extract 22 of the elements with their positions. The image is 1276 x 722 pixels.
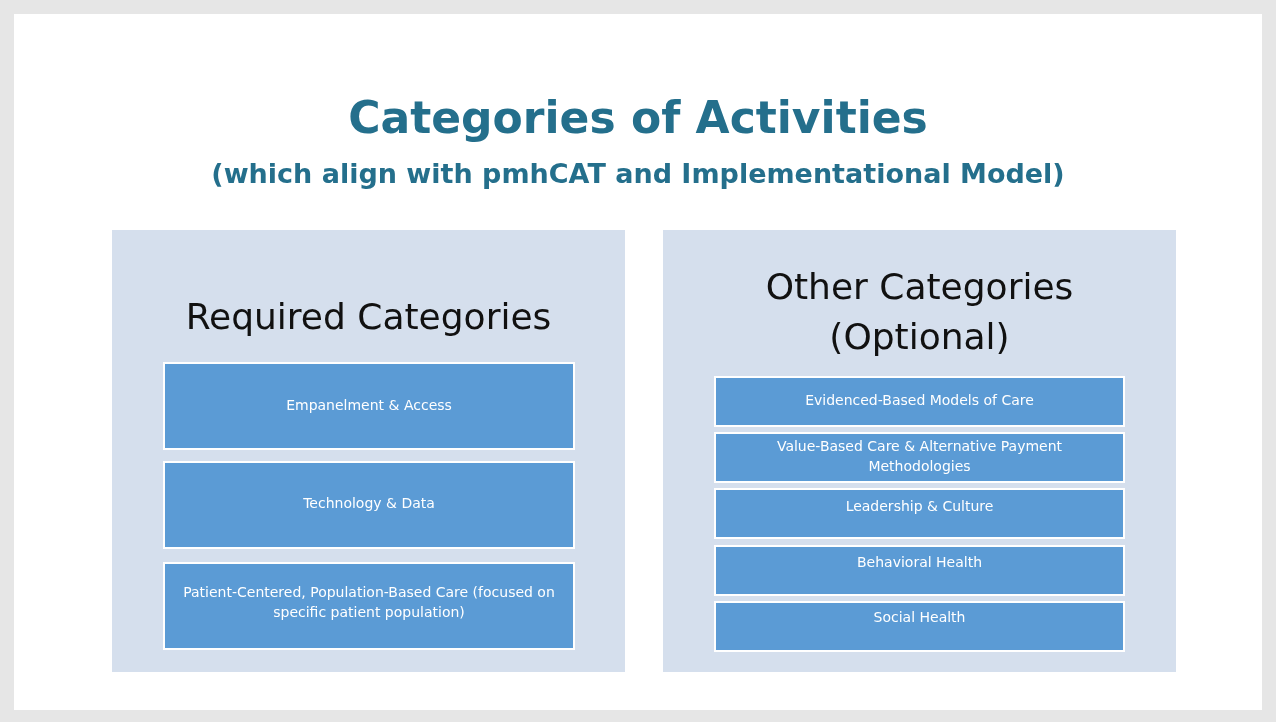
category-label: Empanelment & Access (286, 396, 452, 415)
panel-heading: Other Categories (Optional) (764, 265, 1075, 360)
category-label: Technology & Data (303, 494, 435, 513)
category-box (163, 461, 575, 549)
category-box (714, 432, 1125, 483)
category-panel (112, 230, 625, 672)
category-box (714, 545, 1125, 596)
category-box (714, 376, 1125, 427)
category-label: Evidenced-Based Models of Care (805, 391, 1034, 410)
category-label: Value-Based Care & Alternative Payment Methodologies (775, 437, 1064, 477)
slide-title: Categories of Activities (347, 92, 929, 143)
slide-subtitle: (which align with pmhCAT and Implementational Model) (210, 158, 1066, 189)
category-label: Social Health (873, 608, 966, 627)
category-panel (663, 230, 1176, 672)
category-box (163, 562, 575, 650)
panel-heading: Required Categories (184, 295, 553, 339)
category-label: Patient-Centered, Population-Based Care (focused on specific patient population) (182, 583, 556, 623)
category-box (163, 362, 575, 450)
category-label: Leadership & Culture (845, 497, 994, 516)
category-box (714, 601, 1125, 652)
category-label: Behavioral Health (856, 553, 983, 572)
category-box (714, 488, 1125, 539)
